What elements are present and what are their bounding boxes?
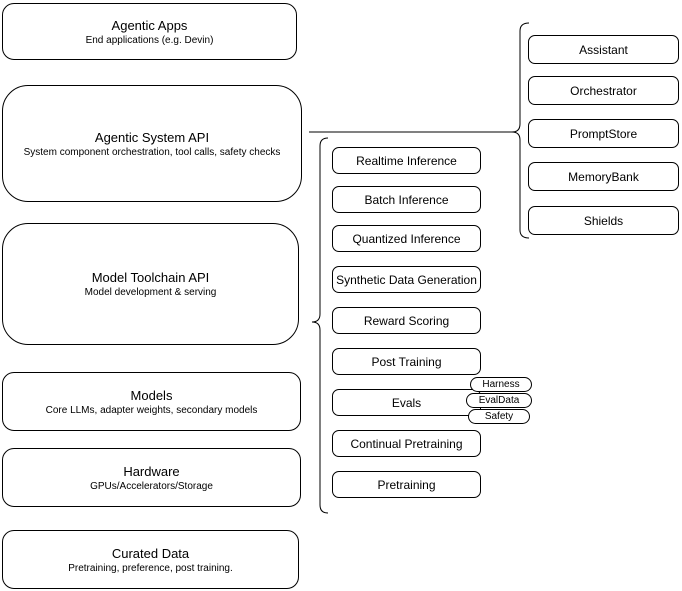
- node-label: Orchestrator: [570, 83, 637, 98]
- node-label: Pretraining: [377, 477, 436, 492]
- node-subtitle: GPUs/Accelerators/Storage: [90, 480, 213, 492]
- node-post-training: Post Training: [332, 348, 481, 375]
- node-title: Models: [130, 387, 173, 403]
- tag-label: Harness: [482, 378, 520, 390]
- node-title: Model Toolchain API: [91, 270, 210, 285]
- node-subtitle: System component orchestration, tool cal…: [23, 146, 281, 158]
- node-promptstore: PromptStore: [528, 119, 679, 148]
- node-agentic-system-api: Agentic System API System component orch…: [2, 85, 302, 202]
- tag-label: Safety: [484, 410, 514, 422]
- node-memorybank: MemoryBank: [528, 162, 679, 191]
- node-label: PromptStore: [569, 126, 638, 141]
- node-title: Agentic Apps: [111, 17, 188, 33]
- node-label: MemoryBank: [568, 169, 639, 184]
- node-model-toolchain-api: Model Toolchain API Model development & …: [2, 223, 299, 345]
- node-label: Continual Pretraining: [350, 436, 463, 451]
- node-subtitle: Core LLMs, adapter weights, secondary mo…: [45, 404, 258, 416]
- node-label: Quantized Inference: [352, 231, 461, 246]
- node-hardware: Hardware GPUs/Accelerators/Storage: [2, 448, 301, 507]
- node-curated-data: Curated Data Pretraining, preference, po…: [2, 530, 299, 589]
- node-pretraining: Pretraining: [332, 471, 481, 498]
- node-models: Models Core LLMs, adapter weights, secon…: [2, 372, 301, 431]
- node-agentic-apps: Agentic Apps End applications (e.g. Devi…: [2, 3, 297, 60]
- node-label: Reward Scoring: [363, 313, 450, 328]
- node-realtime-inference: Realtime Inference: [332, 147, 481, 174]
- node-continual-pretraining: Continual Pretraining: [332, 430, 481, 457]
- node-quantized-inference: Quantized Inference: [332, 225, 481, 252]
- node-label: Synthetic Data Generation: [336, 272, 477, 287]
- node-evals: Evals: [332, 389, 481, 416]
- tag-label: EvalData: [478, 394, 520, 406]
- node-orchestrator: Orchestrator: [528, 76, 679, 105]
- node-subtitle: End applications (e.g. Devin): [85, 34, 214, 46]
- node-subtitle: Model development & serving: [84, 287, 217, 298]
- node-batch-inference: Batch Inference: [332, 186, 481, 213]
- tag-evaldata: EvalData: [466, 393, 532, 408]
- node-title: Agentic System API: [94, 129, 210, 145]
- tag-harness: Harness: [470, 377, 532, 392]
- tag-safety: Safety: [468, 409, 530, 424]
- node-subtitle: Pretraining, preference, post training.: [68, 562, 233, 574]
- node-reward-scoring: Reward Scoring: [332, 307, 481, 334]
- node-label: Realtime Inference: [356, 153, 457, 168]
- node-title: Curated Data: [111, 545, 190, 561]
- node-shields: Shields: [528, 206, 679, 235]
- node-label: Shields: [583, 213, 624, 228]
- node-synthetic-data-generation: Synthetic Data Generation: [332, 266, 481, 293]
- node-label: Post Training: [371, 354, 442, 369]
- system-group-brace: [511, 22, 530, 239]
- node-label: Batch Inference: [364, 192, 449, 207]
- toolchain-group-brace: [311, 137, 329, 514]
- node-assistant: Assistant: [528, 35, 679, 64]
- node-label: Assistant: [579, 42, 628, 57]
- node-label: Evals: [391, 395, 422, 410]
- node-title: Hardware: [123, 463, 180, 479]
